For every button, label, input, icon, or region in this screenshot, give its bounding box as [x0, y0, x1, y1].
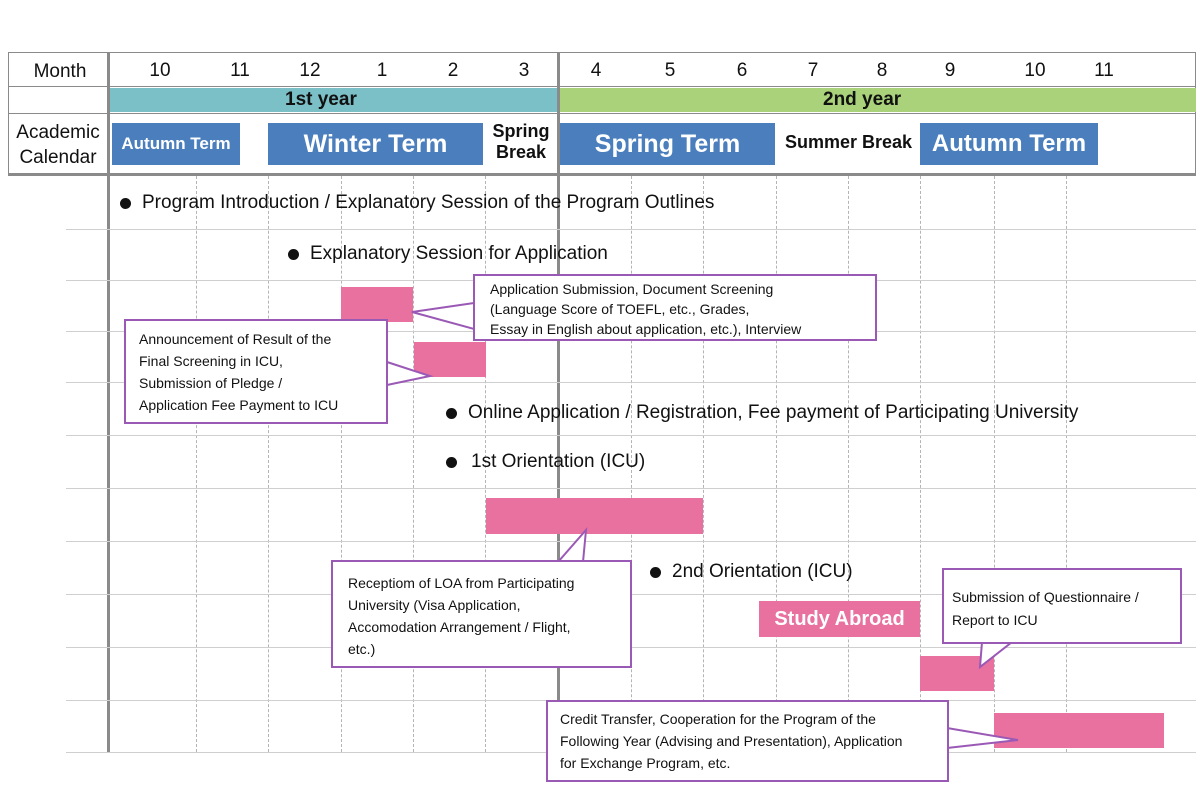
academic-label-line1: Academic — [16, 122, 100, 143]
bar-credit-transfer-period — [994, 713, 1164, 748]
month-gridline — [994, 176, 995, 752]
callout-line: for Exchange Program, etc. — [560, 755, 731, 771]
month-label: 5 — [664, 60, 676, 81]
callout-line: (Language Score of TOEFL, etc., Grades, — [490, 301, 750, 317]
callout-line: Announcement of Result of the — [139, 331, 332, 347]
month-gridline — [341, 176, 342, 752]
month-label: 1 — [376, 60, 388, 81]
month-gridline — [703, 176, 704, 752]
callout-pointer — [946, 726, 1019, 750]
callout-line: Essay in English about application, etc.… — [490, 321, 802, 337]
term-autumn-2: Autumn Term — [920, 123, 1098, 165]
month-label: 4 — [590, 60, 602, 81]
callout-line: University (Visa Application, — [348, 597, 521, 613]
row-gridline — [66, 488, 1196, 489]
bullet-icon — [288, 249, 299, 260]
month-label: 3 — [518, 60, 530, 81]
month-label: 9 — [944, 60, 956, 81]
label-column-divider — [107, 52, 110, 752]
bullet-icon — [120, 198, 131, 209]
year1-label: 1st year — [285, 89, 357, 110]
callout-line: Application Submission, Document Screeni… — [490, 281, 774, 297]
bullet-icon — [446, 408, 457, 419]
row-gridline — [66, 229, 1196, 230]
study-abroad-label: Study Abroad — [774, 607, 905, 630]
callout-line: etc.) — [348, 641, 376, 657]
callout-line: Submission of Pledge / — [139, 375, 283, 391]
term-autumn-1: Autumn Term — [112, 123, 240, 165]
callout-line: Report to ICU — [952, 612, 1038, 628]
callout-line: Following Year (Advising and Presentatio… — [560, 733, 903, 749]
month-label: 2 — [447, 60, 459, 81]
spring-break-line1: Spring — [492, 121, 550, 141]
year2-label: 2nd year — [823, 89, 902, 110]
event-online-application: Online Application / Registration, Fee p… — [468, 402, 1079, 423]
term-spring: Spring Term — [560, 123, 775, 165]
month-label: 7 — [807, 60, 819, 81]
callout-loa: Receptiom of LOA from Participating Univ… — [331, 560, 632, 668]
bar-study-abroad — [759, 601, 920, 637]
month-gridline — [920, 176, 921, 752]
term-winter: Winter Term — [268, 123, 483, 165]
header-divider — [8, 86, 1196, 87]
callout-line: Accomodation Arrangement / Flight, — [348, 619, 571, 635]
event-explanatory-session: Explanatory Session for Application — [310, 243, 608, 264]
callout-questionnaire: Submission of Questionnaire / Report to … — [942, 568, 1182, 644]
month-gridline — [631, 176, 632, 752]
academic-label-line2: Calendar — [19, 147, 97, 168]
year1-bar — [110, 88, 557, 112]
callout-line: Submission of Questionnaire / — [952, 589, 1139, 605]
callout-announcement: Announcement of Result of the Final Scre… — [124, 319, 388, 424]
year2-bar — [560, 88, 1196, 112]
callout-pointer — [386, 360, 434, 387]
event-1st-orientation: 1st Orientation (ICU) — [471, 451, 646, 472]
header-bottom-rule — [8, 173, 1196, 176]
callout-credit-transfer: Credit Transfer, Cooperation for the Pro… — [546, 700, 949, 782]
term-summer-break: Summer Break — [784, 132, 913, 152]
bar-application-period — [341, 287, 413, 322]
row-gridline — [66, 435, 1196, 436]
callout-pointer — [978, 641, 1015, 670]
header-divider — [8, 113, 1196, 114]
academic-calendar-label: Academic Calendar — [8, 120, 108, 170]
month-row-label: Month — [33, 61, 87, 82]
month-gridline — [1066, 176, 1067, 752]
bullet-icon — [446, 457, 457, 468]
bullet-icon — [650, 567, 661, 578]
bar-loa-period — [486, 498, 703, 534]
bar-announcement-period — [414, 342, 486, 377]
month-gridline — [485, 176, 486, 752]
month-label: 8 — [876, 60, 888, 81]
month-gridline — [848, 176, 849, 752]
callout-line: Receptiom of LOA from Participating — [348, 575, 575, 591]
month-gridline — [268, 176, 269, 752]
year-divider — [557, 52, 560, 752]
month-label: 11 — [1094, 60, 1114, 81]
row-gridline — [66, 541, 1196, 542]
month-label: 10 — [149, 60, 171, 81]
month-label: 12 — [299, 60, 321, 81]
term-spring-break: Spring Break — [486, 121, 556, 163]
callout-line: Final Screening in ICU, — [139, 353, 283, 369]
callout-application: Application Submission, Document Screeni… — [473, 274, 877, 341]
month-label: 11 — [230, 60, 250, 81]
event-2nd-orientation: 2nd Orientation (ICU) — [672, 561, 853, 582]
month-label: 10 — [1024, 60, 1046, 81]
callout-line: Credit Transfer, Cooperation for the Pro… — [560, 711, 876, 727]
month-gridline — [413, 176, 414, 752]
month-label: 6 — [736, 60, 748, 81]
callout-pointer — [411, 301, 475, 331]
event-program-introduction: Program Introduction / Explanatory Sessi… — [142, 192, 715, 213]
row-gridline — [66, 382, 1196, 383]
callout-pointer — [555, 527, 588, 563]
spring-break-line2: Break — [495, 142, 547, 162]
month-gridline — [776, 176, 777, 752]
month-gridline — [196, 176, 197, 752]
callout-line: Application Fee Payment to ICU — [139, 397, 339, 413]
